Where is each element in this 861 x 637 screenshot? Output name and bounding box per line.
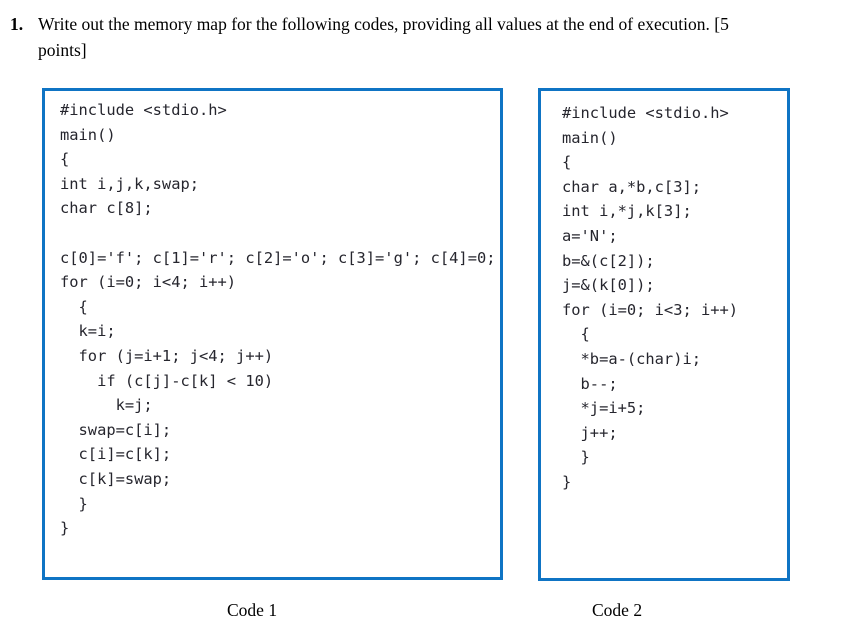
question-line-2: points] — [38, 40, 87, 60]
code2-listing: #include <stdio.h> main() { char a,*b,c[… — [562, 104, 739, 491]
question-number: 1. — [10, 14, 24, 34]
code1-caption: Code 1 — [227, 600, 278, 620]
code1-listing: #include <stdio.h> main() { int i,j,k,sw… — [60, 101, 496, 538]
question-line-1: Write out the memory map for the followi… — [38, 14, 729, 34]
code2-caption: Code 2 — [592, 600, 643, 620]
question-text: Write out the memory map for the followi… — [38, 11, 820, 63]
code2-box: #include <stdio.h> main() { char a,*b,c[… — [538, 88, 790, 581]
code1-box: #include <stdio.h> main() { int i,j,k,sw… — [42, 88, 503, 580]
question: 1. Write out the memory map for the foll… — [10, 11, 820, 63]
